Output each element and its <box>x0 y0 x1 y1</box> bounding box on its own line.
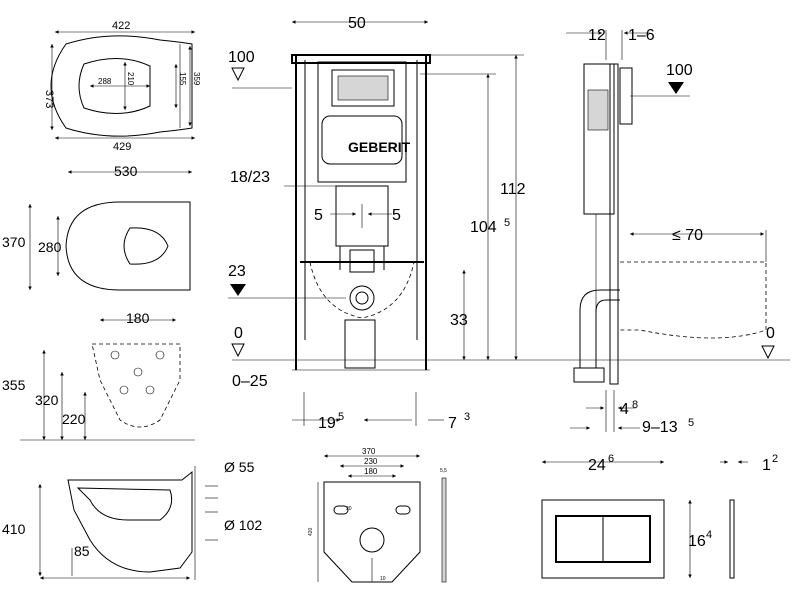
frame-side-view: 12 1–6 100 ≤ 70 0 4 8 9–13 5 <box>540 27 790 436</box>
plate-width-sup: 6 <box>608 453 614 465</box>
side-top-level: 100 <box>666 62 693 79</box>
frame-base-right-sup: 3 <box>464 411 470 423</box>
frame-top-level: 100 <box>228 49 255 66</box>
gasket-w2: 230 <box>364 457 378 466</box>
bowl-inner: 280 <box>38 239 62 255</box>
brand-label: GEBERIT <box>348 139 411 155</box>
gasket-w3: 180 <box>364 467 378 476</box>
frame-base-right: 7 <box>448 415 457 432</box>
side-bottom-a-sup: 8 <box>632 399 638 411</box>
frame-flush: 18/23 <box>230 169 270 186</box>
seat-width-top: 422 <box>112 20 130 32</box>
gasket-drawing: 370 230 180 20 10 420 5,5 <box>308 447 447 583</box>
bowl-width: 370 <box>2 234 26 250</box>
bowl-back-h2: 320 <box>35 392 59 408</box>
frame-drain-height: 33 <box>450 312 468 329</box>
bowl-back-h1: 355 <box>2 377 26 393</box>
bowl-back-width: 180 <box>126 310 150 326</box>
flush-plate: 24 6 16 4 1 2 <box>541 453 778 579</box>
bowl-side-section: 410 85 Ø 55 Ø 102 <box>2 459 262 580</box>
bowl-back-view: 180 355 320 220 <box>2 310 195 441</box>
frame-inner-height: 104 <box>470 219 497 236</box>
bowl-diameter-102: Ø 102 <box>224 517 262 533</box>
gasket-w1: 370 <box>362 447 376 456</box>
frame-drain-level: 23 <box>228 263 246 280</box>
plate-width: 24 <box>588 457 606 474</box>
bowl-back-h3: 220 <box>62 411 86 427</box>
bowl-side-offset: 85 <box>74 543 90 559</box>
seat-top-view: 422 429 373 288 210 155 359 <box>43 20 201 153</box>
seat-width-bottom: 429 <box>113 141 131 153</box>
gasket-bottom: 10 <box>380 576 386 582</box>
plate-height: 16 <box>688 533 706 550</box>
frame-base-left-sup: 5 <box>338 411 344 423</box>
plate-depth: 1 <box>762 457 771 474</box>
seat-height-right: 359 <box>192 72 201 86</box>
seat-height-left: 373 <box>43 90 55 108</box>
seat-inner-height: 210 <box>126 72 135 86</box>
gasket-hole: 20 <box>346 506 352 512</box>
frame-floor-range: 0–25 <box>232 373 268 390</box>
bowl-length: 530 <box>114 163 138 179</box>
frame-base-left: 19 <box>318 415 336 432</box>
gasket-thickness: 5,5 <box>440 468 447 474</box>
bowl-side-height: 410 <box>2 521 26 537</box>
bowl-diameter-55: Ø 55 <box>224 459 255 475</box>
plate-depth-sup: 2 <box>772 453 778 465</box>
seat-height-right-inner: 155 <box>178 72 187 86</box>
side-floor-level: 0 <box>766 325 775 342</box>
bowl-top-view: 530 370 280 <box>2 163 192 291</box>
side-bottom-b-sup: 5 <box>688 417 694 429</box>
gasket-height: 420 <box>308 527 314 536</box>
side-projection: ≤ 70 <box>672 227 703 244</box>
side-top: 12 <box>588 27 606 44</box>
frame-total-height: 112 <box>500 181 526 198</box>
frame-width: 50 <box>348 15 366 32</box>
plate-height-sup: 4 <box>706 529 712 541</box>
frame-floor-level: 0 <box>234 325 243 342</box>
side-bottom-b: 9–13 <box>642 419 678 436</box>
frame-inner-height-sup: 5 <box>504 217 510 229</box>
frame-offset-right: 5 <box>392 207 401 224</box>
side-top-range: 1–6 <box>628 27 655 44</box>
frame-front-view: 50 GEBERIT 100 0 0–25 18/23 <box>228 15 540 432</box>
side-bottom-a: 4 <box>620 401 629 418</box>
frame-offset-left: 5 <box>314 207 323 224</box>
seat-inner-width: 288 <box>98 77 112 86</box>
